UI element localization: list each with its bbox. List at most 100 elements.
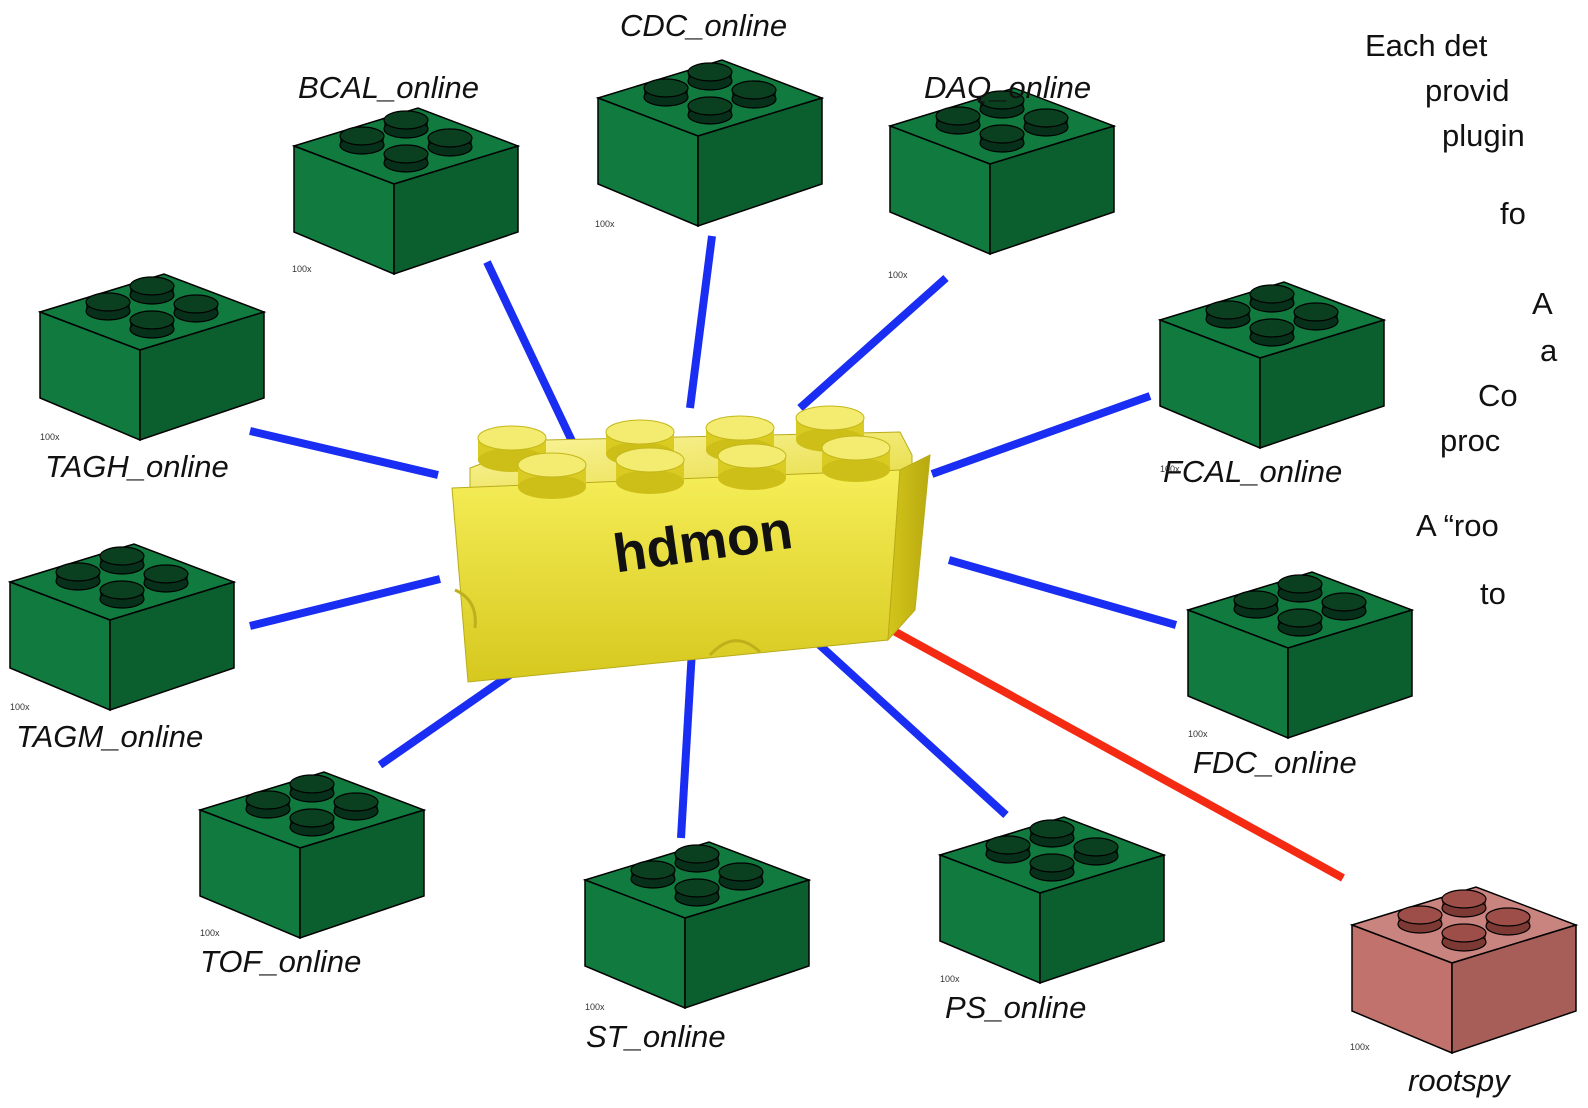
brick-fcal: [1157, 281, 1387, 450]
stud-rootspy-front: [1441, 923, 1487, 952]
link-st: [677, 649, 696, 839]
stud-rootspy-left: [1397, 905, 1443, 934]
plugin-bricks: [7, 59, 1579, 1055]
hdmon-stud-5: [517, 452, 587, 499]
stud-daq-left: [935, 106, 981, 135]
stud-cdc-front: [687, 96, 733, 125]
size-tag-ps: 100x: [940, 974, 960, 984]
stud-cdc-right: [731, 80, 777, 109]
link-tagm: [249, 575, 441, 630]
stud-bcal-front: [383, 144, 429, 173]
stud-st-left: [630, 860, 676, 889]
note-line-4: fo: [1500, 196, 1526, 231]
label-ps: PS_online: [945, 990, 1087, 1025]
brick-tagh: [37, 273, 267, 442]
stud-tagm-left: [55, 562, 101, 591]
hdmon-stud-6: [615, 447, 685, 494]
note-line-1: Each det: [1365, 28, 1488, 63]
brick-cdc: [595, 59, 825, 228]
stud-tof-front: [289, 808, 335, 837]
stud-daq-back: [979, 90, 1025, 119]
stud-rootspy-right: [1485, 907, 1531, 936]
note-line-10: to: [1480, 576, 1506, 611]
link-ps: [799, 626, 1009, 818]
size-tag-fcal: 100x: [1160, 464, 1180, 474]
stud-daq-right: [1023, 108, 1069, 137]
size-tag-tof: 100x: [200, 928, 220, 938]
brick-rootspy: [1349, 886, 1579, 1055]
link-fdc: [947, 556, 1178, 629]
label-tagh: TAGH_online: [45, 449, 229, 484]
stud-tagm-back: [99, 546, 145, 575]
label-tof: TOF_online: [200, 944, 362, 979]
note-line-2: provid: [1425, 73, 1510, 108]
hdmon-studs: [477, 405, 891, 499]
stud-tagm-front: [99, 580, 145, 609]
stud-st-front: [674, 878, 720, 907]
hdmon-stud-4: [795, 405, 865, 452]
stud-ps-front: [1029, 853, 1075, 882]
hdmon-brick: [451, 405, 931, 683]
stud-tof-right: [333, 792, 379, 821]
link-tagh: [249, 427, 439, 479]
stud-fcal-left: [1205, 300, 1251, 329]
note-line-6: a: [1540, 333, 1558, 368]
label-tagm: TAGM_online: [16, 719, 204, 754]
size-tag-daq: 100x: [888, 270, 908, 280]
stud-fdc-front: [1277, 608, 1323, 637]
brick-bcal: [291, 107, 521, 276]
stud-tagm-right: [143, 564, 189, 593]
stud-fcal-back: [1249, 284, 1295, 313]
label-fcal: FCAL_online: [1163, 454, 1343, 489]
label-daq: DAQ_online: [924, 70, 1092, 105]
size-tag-tagm: 100x: [10, 702, 30, 712]
label-st: ST_online: [586, 1019, 726, 1054]
brick-st: [582, 841, 812, 1010]
stud-bcal-left: [339, 126, 385, 155]
hdmon-stud-8: [821, 435, 891, 482]
stud-bcal-back: [383, 110, 429, 139]
link-rootspy: [850, 604, 1345, 882]
stud-fcal-front: [1249, 318, 1295, 347]
stud-st-right: [718, 862, 764, 891]
stud-cdc-left: [643, 78, 689, 107]
note-line-8: proc: [1440, 423, 1501, 458]
note-line-5: A: [1532, 286, 1553, 321]
size-tag-cdc: 100x: [595, 219, 615, 229]
stud-daq-front: [979, 124, 1025, 153]
note-line-7: Co: [1478, 378, 1518, 413]
label-fdc: FDC_online: [1193, 745, 1357, 780]
stud-bcal-right: [427, 128, 473, 157]
stud-ps-left: [985, 835, 1031, 864]
size-tag-bcal: 100x: [292, 264, 312, 274]
stud-ps-right: [1073, 837, 1119, 866]
note-line-3: plugin: [1442, 118, 1525, 153]
stud-tagh-back: [129, 276, 175, 305]
stud-tagh-right: [173, 294, 219, 323]
hdmon-stud-7: [717, 443, 787, 490]
connection-links: [249, 235, 1345, 882]
stud-fdc-left: [1233, 590, 1279, 619]
size-tag-fdc: 100x: [1188, 729, 1208, 739]
stud-tagh-front: [129, 310, 175, 339]
stud-tof-back: [289, 774, 335, 803]
brick-fdc: [1185, 571, 1415, 740]
label-rootspy: rootspy: [1408, 1063, 1510, 1098]
size-tag-st: 100x: [585, 1002, 605, 1012]
size-tag-rootspy: 100x: [1350, 1042, 1370, 1052]
stud-fcal-right: [1293, 302, 1339, 331]
brick-tagm: [7, 543, 237, 712]
stud-rootspy-back: [1441, 889, 1487, 918]
size-tag-tagh: 100x: [40, 432, 60, 442]
label-bcal: BCAL_online: [298, 70, 479, 105]
note-line-9: A “roo: [1416, 508, 1499, 543]
stud-ps-back: [1029, 819, 1075, 848]
link-daq: [797, 275, 949, 411]
stud-tof-left: [245, 790, 291, 819]
stud-fdc-back: [1277, 574, 1323, 603]
brick-ps: [937, 816, 1167, 985]
label-cdc: CDC_online: [620, 8, 788, 43]
stud-fdc-right: [1321, 592, 1367, 621]
